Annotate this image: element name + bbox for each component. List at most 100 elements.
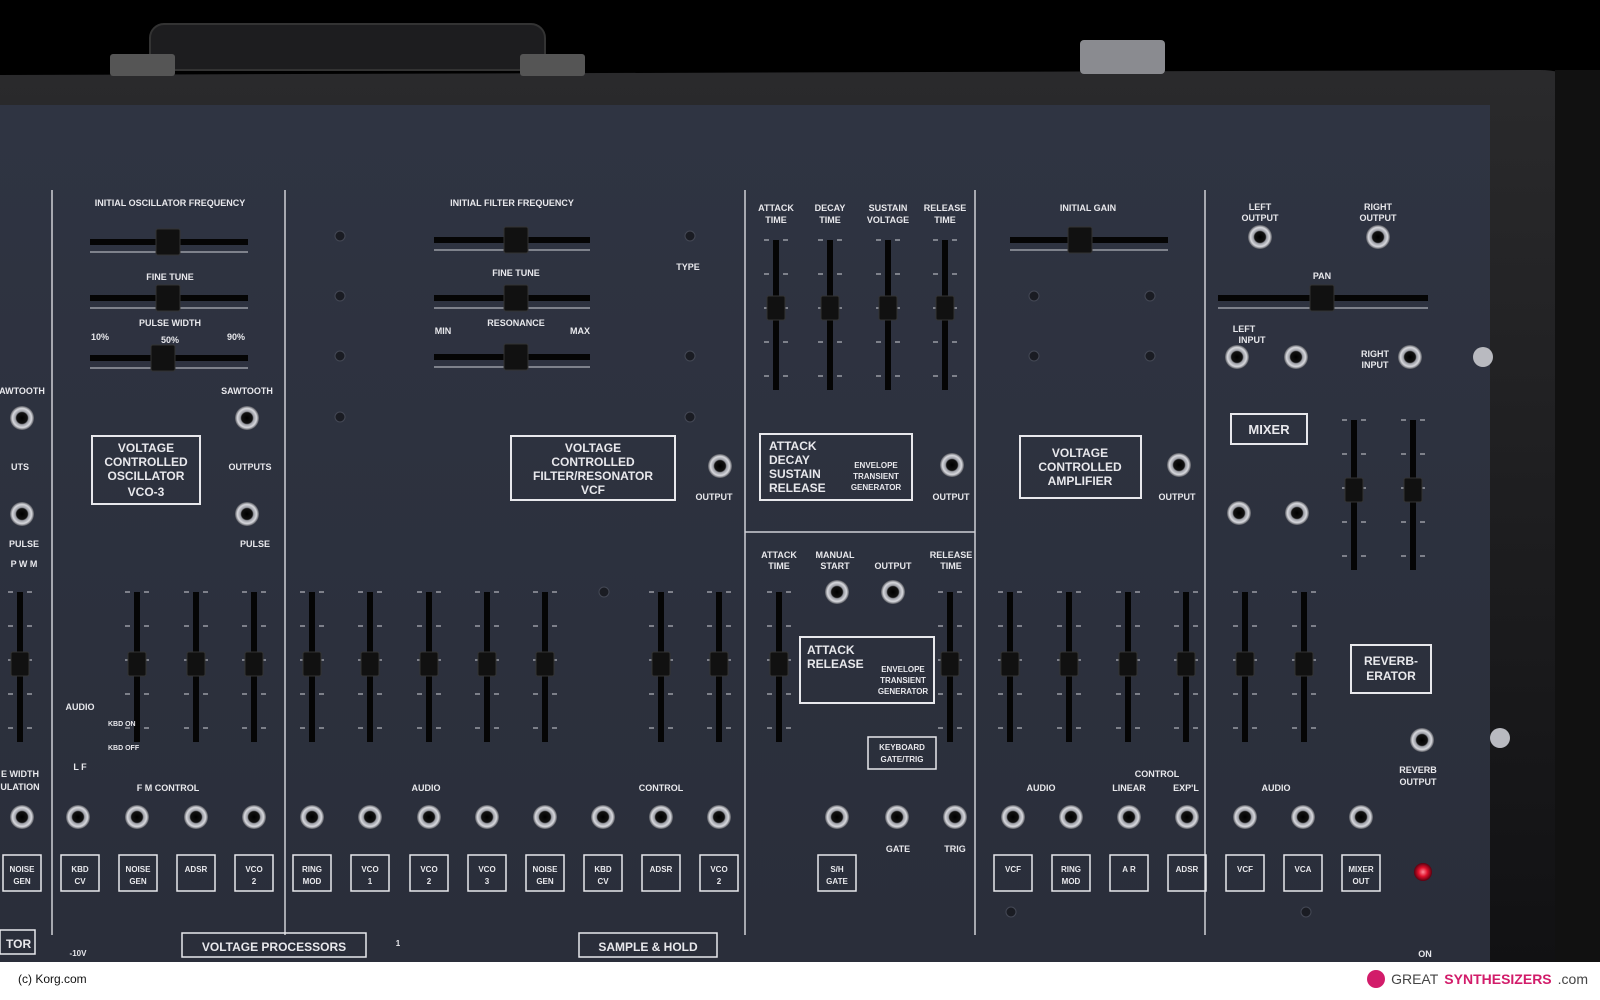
patch-jack[interactable] (235, 406, 259, 430)
control-slider[interactable] (1000, 651, 1020, 677)
control-slider[interactable] (186, 651, 206, 677)
osc-frequency-slider[interactable] (155, 228, 181, 256)
patch-jack[interactable] (708, 454, 732, 478)
resonance-slider[interactable] (503, 343, 529, 371)
input-jack[interactable] (242, 805, 266, 829)
input-jack[interactable] (1233, 805, 1257, 829)
input-jack[interactable] (591, 805, 615, 829)
patch-jack[interactable] (940, 453, 964, 477)
control-slider[interactable] (127, 651, 147, 677)
input-jack[interactable] (300, 805, 324, 829)
patch-jack[interactable] (1248, 225, 1272, 249)
mixer-slider[interactable] (1403, 477, 1423, 503)
control-slider[interactable] (1235, 651, 1255, 677)
control-slider[interactable] (302, 651, 322, 677)
control-slider[interactable] (477, 651, 497, 677)
input-jack[interactable] (1117, 805, 1141, 829)
input-jack[interactable] (1059, 805, 1083, 829)
panel-screw (334, 411, 346, 423)
source-select-button[interactable]: A R (1109, 854, 1149, 892)
control-slider[interactable] (1294, 651, 1314, 677)
input-jack[interactable] (125, 805, 149, 829)
filter-fine-tune-slider[interactable] (503, 284, 529, 312)
input-jack[interactable] (649, 805, 673, 829)
adsr-slider[interactable] (766, 295, 786, 321)
input-jack[interactable] (885, 805, 909, 829)
filter-frequency-slider[interactable] (503, 226, 529, 254)
adsr-slider[interactable] (820, 295, 840, 321)
adsr-slider[interactable] (935, 295, 955, 321)
control-slider[interactable] (244, 651, 264, 677)
control-slider[interactable] (10, 651, 30, 677)
patch-jack[interactable] (1167, 453, 1191, 477)
source-select-button[interactable]: VCA (1283, 854, 1323, 892)
patch-jack[interactable] (1366, 225, 1390, 249)
source-select-button[interactable]: ADSR (176, 854, 216, 892)
control-slider[interactable] (651, 651, 671, 677)
initial-gain-slider[interactable] (1067, 226, 1093, 254)
source-select-button[interactable]: VCF (1225, 854, 1265, 892)
patch-jack[interactable] (1225, 345, 1249, 369)
patch-jack[interactable] (1227, 501, 1251, 525)
adsr-slider[interactable] (878, 295, 898, 321)
pan-slider[interactable] (1309, 284, 1335, 312)
control-slider[interactable] (1118, 651, 1138, 677)
control-slider[interactable] (769, 651, 789, 677)
control-slider[interactable] (1176, 651, 1196, 677)
patch-jack[interactable] (10, 406, 34, 430)
input-jack[interactable] (943, 805, 967, 829)
vco-module-line-1: VOLTAGE (118, 441, 174, 455)
input-jack[interactable] (358, 805, 382, 829)
patch-jack[interactable] (1285, 501, 1309, 525)
input-jack[interactable] (1175, 805, 1199, 829)
source-select-button[interactable]: ADSR (1167, 854, 1207, 892)
input-jack[interactable] (66, 805, 90, 829)
input-jack[interactable] (825, 805, 849, 829)
patch-jack[interactable] (10, 502, 34, 526)
input-jack[interactable] (707, 805, 731, 829)
patch-jack[interactable] (1284, 345, 1308, 369)
control-slider[interactable] (940, 651, 960, 677)
source-select-button[interactable]: VCF (993, 854, 1033, 892)
control-slider[interactable] (709, 651, 729, 677)
source-select-button[interactable]: ADSR (641, 854, 681, 892)
source-label: GATE (826, 877, 848, 886)
patch-jack[interactable] (825, 580, 849, 604)
patch-jack[interactable] (235, 502, 259, 526)
input-jack[interactable] (184, 805, 208, 829)
input-jack[interactable] (475, 805, 499, 829)
input-jack[interactable] (1001, 805, 1025, 829)
svg-text:OUTPUT: OUTPUT (1400, 777, 1438, 787)
input-jack[interactable] (1291, 805, 1315, 829)
input-jack[interactable] (1349, 805, 1373, 829)
patch-jack[interactable] (1398, 345, 1422, 369)
osc-fine-tune-slider[interactable] (155, 284, 181, 312)
input-jack[interactable] (10, 805, 34, 829)
mixer-slider[interactable] (1344, 477, 1364, 503)
patch-jack[interactable] (1410, 728, 1434, 752)
input-jack[interactable] (417, 805, 441, 829)
pulse-width-slider[interactable] (150, 344, 176, 372)
control-slider[interactable] (360, 651, 380, 677)
control-slider[interactable] (1059, 651, 1079, 677)
control-slider[interactable] (535, 651, 555, 677)
svg-text:ON: ON (1418, 949, 1432, 959)
patch-jack[interactable] (881, 580, 905, 604)
control-slider[interactable] (419, 651, 439, 677)
input-jack[interactable] (533, 805, 557, 829)
